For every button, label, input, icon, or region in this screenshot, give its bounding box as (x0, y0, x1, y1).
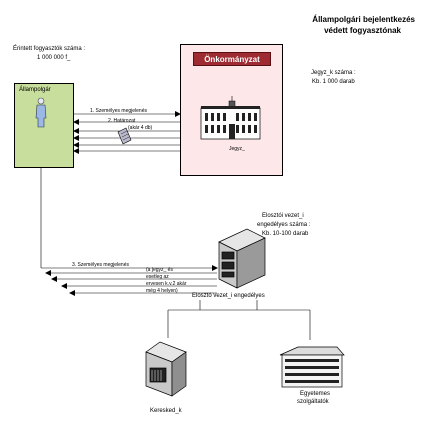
municipality-building-label: Jegyz_ (229, 146, 245, 152)
distributor-count-line2: engedélyes száma : (257, 222, 311, 228)
distributor-server-icon (218, 228, 266, 289)
flow-note-line1: (a jegyz_ és (146, 267, 173, 273)
municipality-building-icon (200, 96, 261, 140)
citizen-person-icon (35, 97, 47, 128)
flow-step2-note: (akár 4 db) (128, 125, 153, 131)
utility-label-line2: szolgáltatók (297, 399, 329, 405)
flow-step3-label: 3. Személyes megjelenés (72, 262, 129, 268)
diagram-title-line2: védett fogyasztónak (324, 26, 401, 35)
flow-step1-label: 1. Személyes megjelenés (90, 108, 147, 114)
flow-note-line2: esetleg az (146, 274, 169, 280)
diagram-title-line1: Állampolgári bejelentkezés (312, 15, 415, 24)
municipality-box (180, 44, 283, 176)
decision-document-icon (117, 127, 132, 145)
citizen-label: Állampolgár (19, 87, 51, 93)
flow-step2-label: 2. Határozat (108, 118, 136, 124)
citizen-distributor-arrows (40, 168, 218, 296)
distributor-downstream-links (167, 300, 311, 340)
distributor-count-line3: Kb. 10-100 darab (262, 231, 309, 237)
flow-note-line3: ervesen k.v.2 akár (146, 281, 187, 287)
affected-consumers-label: Érintett fogyasztók száma : (13, 46, 86, 52)
notary-count-value: Kb. 1 000 darab (312, 79, 355, 85)
trader-server-icon (145, 341, 187, 397)
notary-count-label: Jegyz_k száma : (311, 70, 356, 76)
distributor-label: Elosztó vezet_i engedélyes (192, 293, 265, 299)
trader-label: Keresked_k (150, 408, 182, 414)
flow-note-line4: még 4 helyen) (146, 288, 178, 294)
utility-building-icon (279, 346, 345, 388)
citizen-box: Állampolgár (14, 83, 74, 168)
distributor-count-line1: Elosztói vezet_i (262, 213, 304, 219)
utility-label-line1: Egyetemes (300, 391, 331, 397)
affected-consumers-value: 1 000 000 f_ (37, 55, 71, 61)
municipality-title: Önkormányzat (193, 52, 271, 66)
